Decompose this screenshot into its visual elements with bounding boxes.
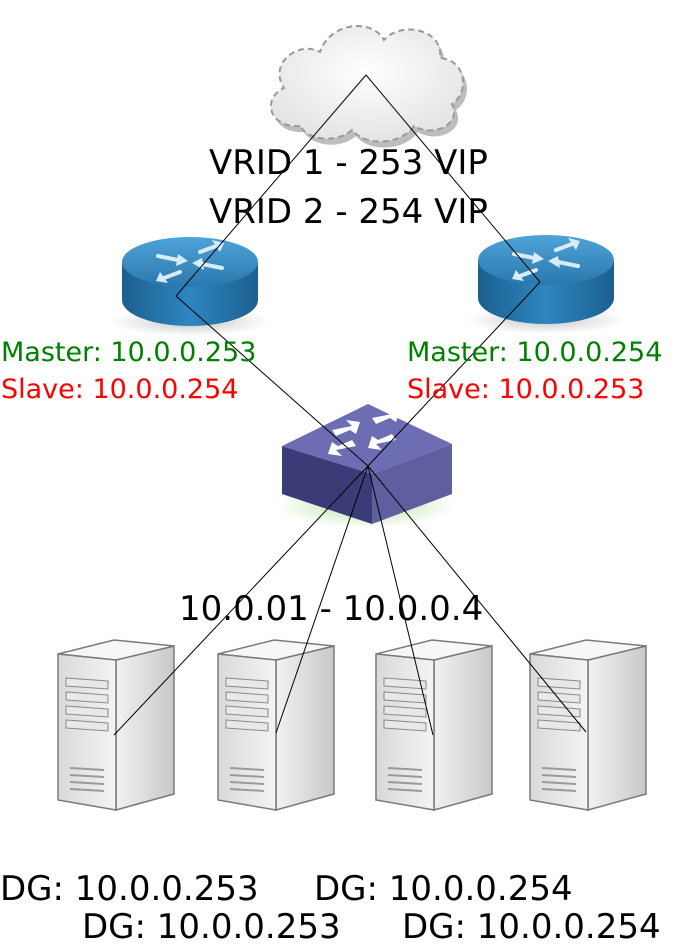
right-router-master-label: Master: 10.0.0.254 — [407, 337, 663, 368]
connection-lines — [113, 74, 587, 736]
vrid-1-label: VRID 1 - 253 VIP — [209, 143, 488, 183]
left-router-master-label: Master: 10.0.0.253 — [1, 337, 257, 368]
cloud-to-left-router-link — [175, 74, 367, 297]
server-2-default-gateway: DG: 10.0.0.253 — [82, 907, 341, 947]
right-router-to-switch-link — [367, 281, 541, 467]
left-router-slave-label: Slave: 10.0.0.254 — [1, 374, 239, 405]
router-icon — [110, 237, 270, 336]
server-4-default-gateway: DG: 10.0.0.254 — [402, 907, 661, 947]
switch-to-server-3-link — [367, 465, 434, 736]
switch-to-server-1-link — [113, 465, 369, 736]
switch-to-server-2-link — [275, 465, 369, 734]
server-icon — [529, 639, 647, 811]
server-1-default-gateway: DG: 10.0.0.253 — [0, 869, 259, 909]
left-router-to-switch-link — [175, 295, 369, 467]
server-range-label: 10.0.01 - 10.0.0.4 — [179, 589, 484, 629]
switch-to-server-4-link — [367, 465, 587, 733]
server-3-default-gateway: DG: 10.0.0.254 — [314, 869, 573, 909]
server-group — [57, 639, 647, 811]
server-icon — [217, 639, 335, 811]
cloud-icon — [269, 25, 468, 148]
router-icon — [466, 235, 626, 334]
switch-icon — [276, 404, 456, 528]
server-icon — [57, 639, 175, 811]
server-icon — [375, 639, 493, 811]
right-router-slave-label: Slave: 10.0.0.253 — [407, 374, 645, 405]
vrid-2-label: VRID 2 - 254 VIP — [209, 192, 488, 232]
cloud-to-right-router-link — [365, 74, 541, 283]
